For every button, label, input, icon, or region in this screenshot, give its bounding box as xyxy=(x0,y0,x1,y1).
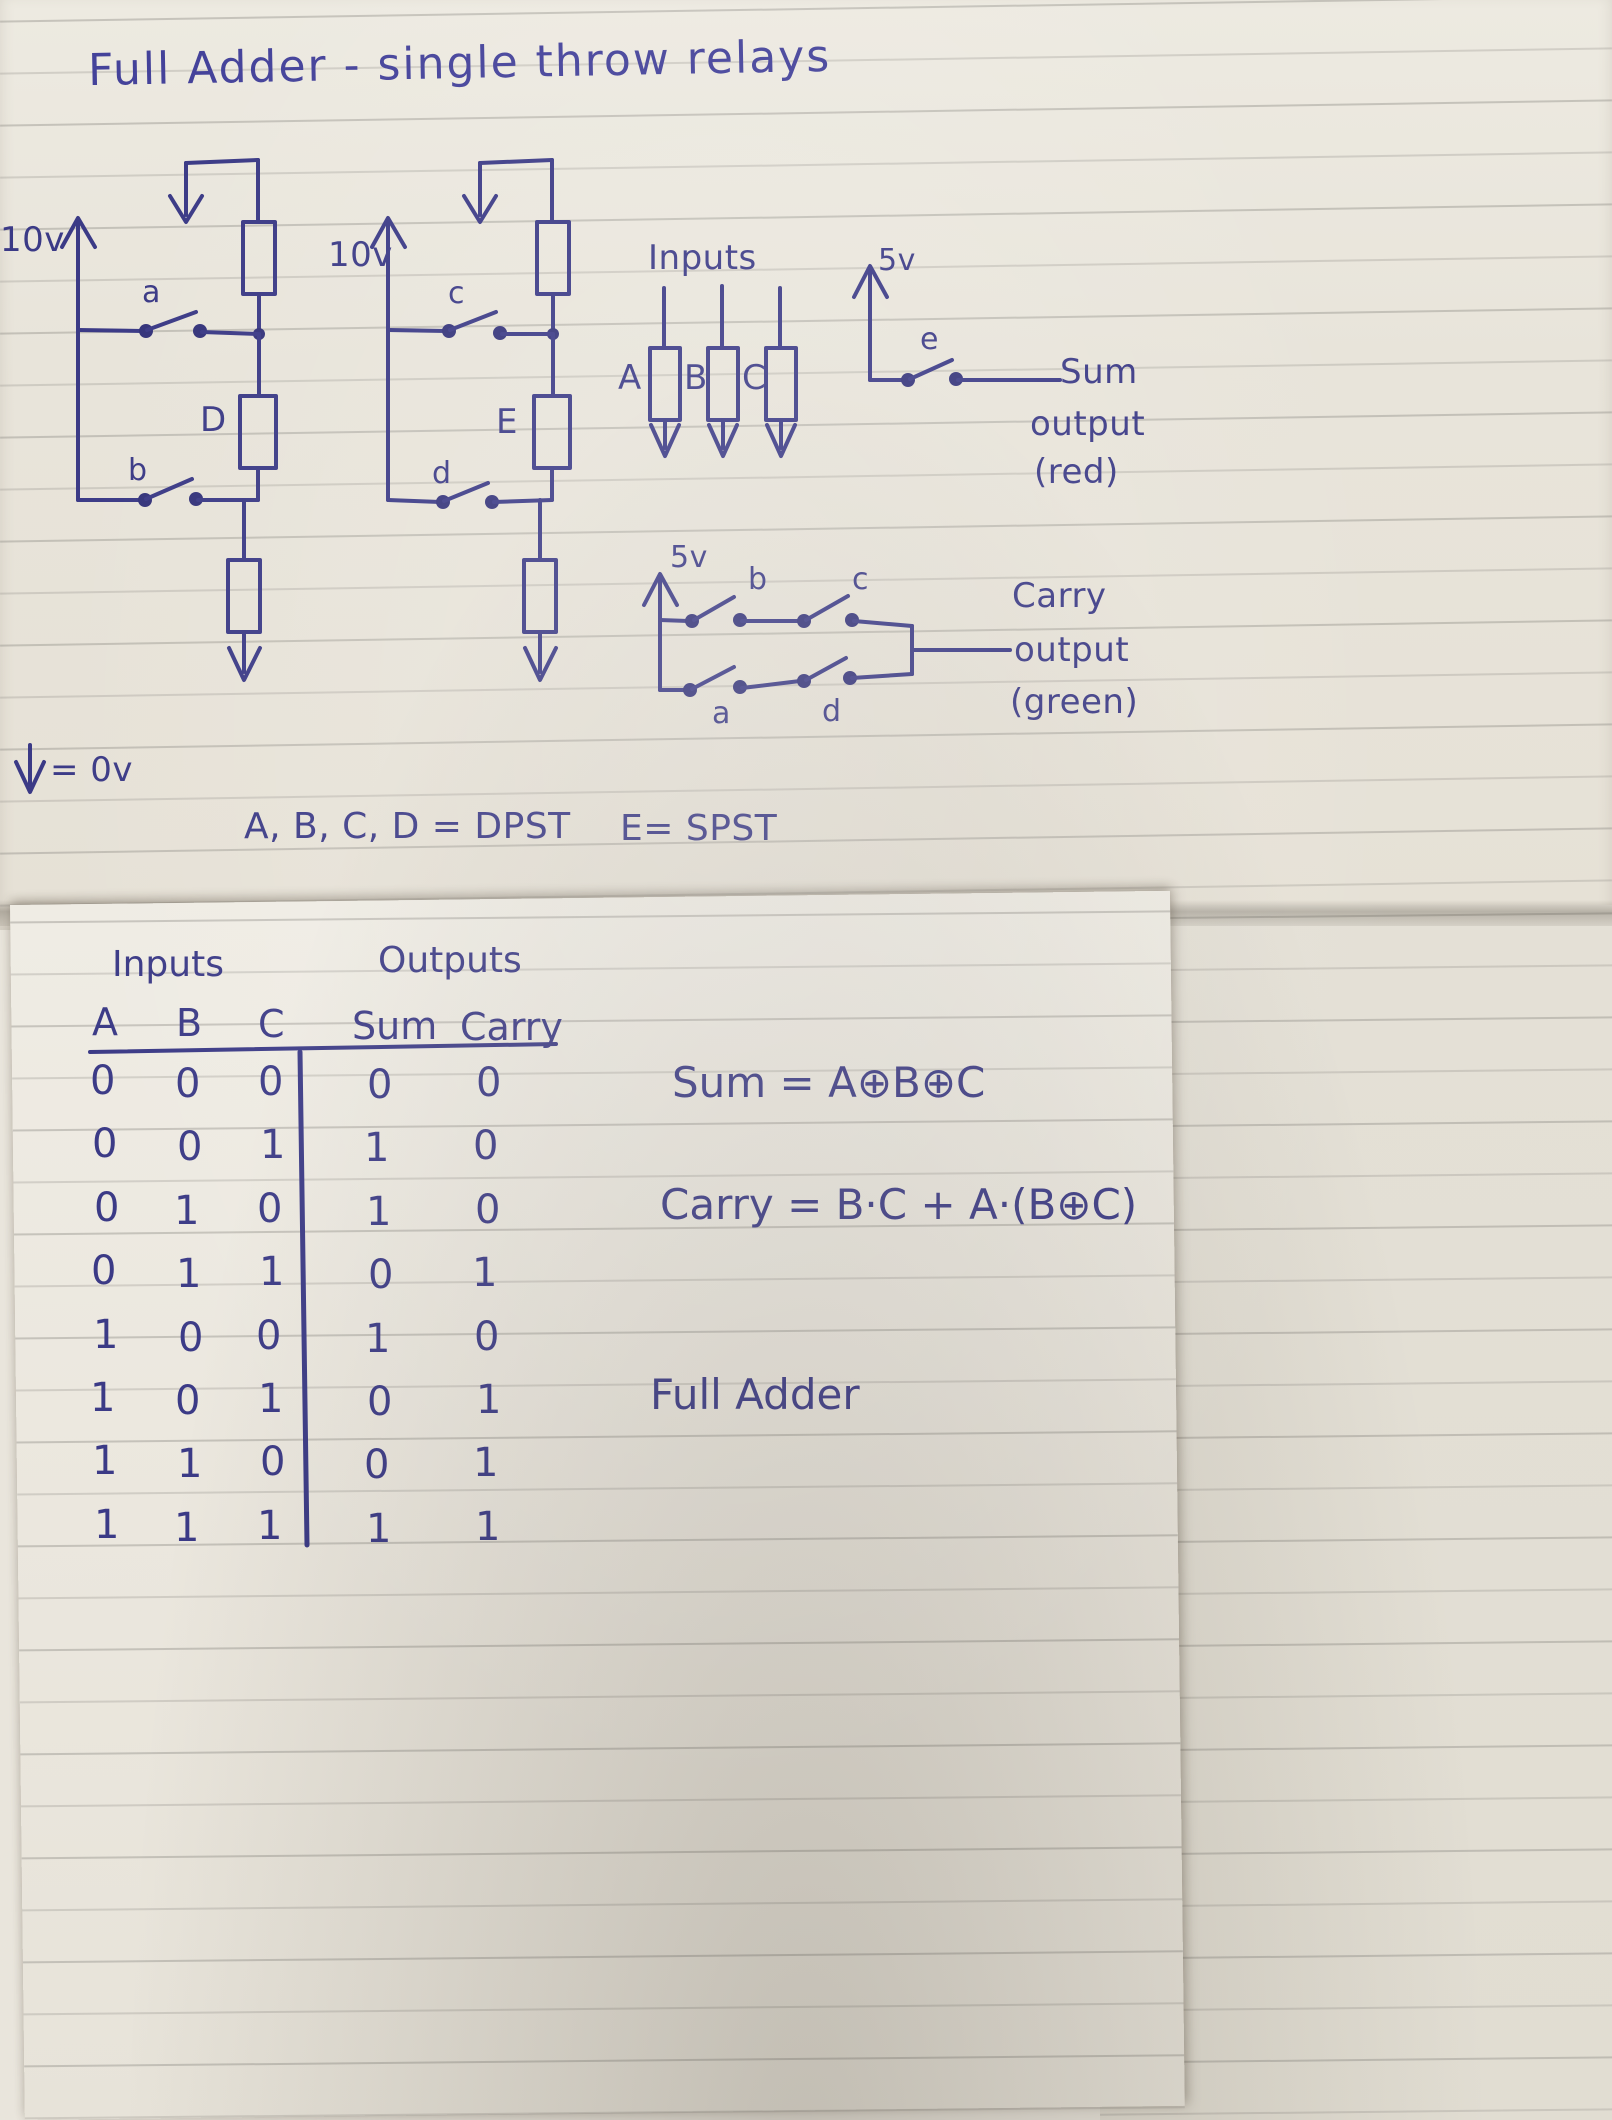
truth-table-cell: 1 xyxy=(366,1505,392,1552)
left-switch-b-label: b xyxy=(128,453,148,488)
truth-table-cell: 1 xyxy=(473,1440,499,1487)
truth-table-cell: 0 xyxy=(260,1439,286,1486)
truth-table-cell: 1 xyxy=(364,1125,390,1172)
truth-table-cell: 1 xyxy=(365,1315,391,1362)
sum-output-label-line1: Sum xyxy=(1060,352,1138,392)
sum-output-label-line3: (red) xyxy=(1034,452,1119,492)
carry-output-label-line2: output xyxy=(1014,630,1130,670)
relay-types-spst: E= SPST xyxy=(620,808,778,849)
relay-types-dpst: A, B, C, D = DPST xyxy=(244,806,571,847)
input-coil-b-label: B xyxy=(684,358,708,398)
truth-table-cell: 0 xyxy=(473,1123,499,1170)
right-switch-c-label: c xyxy=(448,276,465,311)
truth-table-cell: 0 xyxy=(175,1061,201,1107)
inputs-heading: Inputs xyxy=(648,238,757,278)
truth-table-cell: 0 xyxy=(175,1378,201,1424)
carry-switch-b-label: b xyxy=(748,562,768,597)
carry-rail-label: 5v xyxy=(670,540,708,575)
carry-switch-d-label: d xyxy=(822,694,842,729)
truth-table-header-sum: Sum xyxy=(352,1003,438,1048)
carry-output-label-line3: (green) xyxy=(1010,682,1139,722)
truth-table-cell: 0 xyxy=(177,1124,203,1171)
truth-table-cell: 1 xyxy=(174,1187,200,1234)
truth-table-cell: 0 xyxy=(90,1058,116,1104)
truth-table-cell: 1 xyxy=(174,1504,200,1551)
truth-table-cell: 1 xyxy=(259,1249,285,1296)
truth-table-cell: 1 xyxy=(472,1250,498,1297)
truth-table-cell: 0 xyxy=(256,1312,282,1359)
truth-table-cell: 0 xyxy=(92,1121,118,1168)
carry-output-label-line1: Carry xyxy=(1012,576,1107,616)
truth-table-cell: 1 xyxy=(92,1438,118,1485)
truth-table-cell: 0 xyxy=(258,1059,284,1105)
right-switch-d-label: d xyxy=(432,456,452,491)
truth-table-cell: 1 xyxy=(94,1501,120,1548)
truth-table-cell: 1 xyxy=(177,1441,203,1488)
truth-table-cell: 0 xyxy=(475,1186,501,1233)
truth-table-cell: 1 xyxy=(366,1188,392,1235)
truth-table-header-carry: Carry xyxy=(460,1004,563,1049)
truth-table-cell: 1 xyxy=(93,1311,119,1358)
truth-table-header-c: C xyxy=(258,1002,285,1047)
truth-table-group-outputs: Outputs xyxy=(378,940,522,981)
truth-table-cell: 0 xyxy=(94,1184,120,1231)
carry-switch-c-label: c xyxy=(852,562,869,597)
carry-switch-a-label: a xyxy=(712,696,731,731)
truth-table-cell: 0 xyxy=(368,1252,394,1299)
truth-table-cell: 1 xyxy=(475,1503,501,1550)
truth-table-cell: 1 xyxy=(257,1502,283,1549)
truth-table-cell: 1 xyxy=(176,1251,202,1298)
truth-table-header-a: A xyxy=(92,1000,118,1044)
left-relay-coil-label: D xyxy=(200,400,227,440)
truth-table-cell: 0 xyxy=(364,1442,390,1489)
truth-table-cell: 1 xyxy=(258,1376,284,1422)
truth-table-cell: 0 xyxy=(474,1313,500,1360)
truth-table-cell: 0 xyxy=(367,1062,393,1108)
truth-table-cell: 0 xyxy=(178,1314,204,1361)
truth-table-cell: 0 xyxy=(476,1060,502,1106)
input-coil-c-label: C xyxy=(742,358,767,398)
truth-table-cell: 1 xyxy=(476,1377,502,1423)
truth-table-group-inputs: Inputs xyxy=(112,944,224,985)
truth-table-cell: 1 xyxy=(90,1375,116,1421)
left-supply-label: 10v xyxy=(0,220,65,260)
left-switch-a-label: a xyxy=(142,275,161,310)
truth-table-cell: 0 xyxy=(257,1185,283,1232)
truth-table-cell: 1 xyxy=(260,1122,286,1169)
input-coil-a-label: A xyxy=(618,358,642,398)
right-relay-coil-label: E xyxy=(496,402,518,442)
background-sheet-right xyxy=(1100,905,1612,2120)
sum-output-label-line2: output xyxy=(1030,404,1146,444)
right-supply-label: 10v xyxy=(328,235,393,275)
ground-legend-text: = 0v xyxy=(50,750,134,790)
equation-sum: Sum = A⊕B⊕C xyxy=(672,1058,986,1107)
truth-table-header-b: B xyxy=(176,1001,203,1046)
sum-switch-e-label: e xyxy=(920,322,939,357)
equation-carry: Carry = B·C + A·(B⊕C) xyxy=(660,1180,1138,1229)
truth-table-cell: 0 xyxy=(367,1379,393,1425)
equation-caption: Full Adder xyxy=(650,1370,860,1419)
truth-table-cell: 0 xyxy=(91,1248,117,1295)
sum-rail-label: 5v xyxy=(878,243,916,278)
